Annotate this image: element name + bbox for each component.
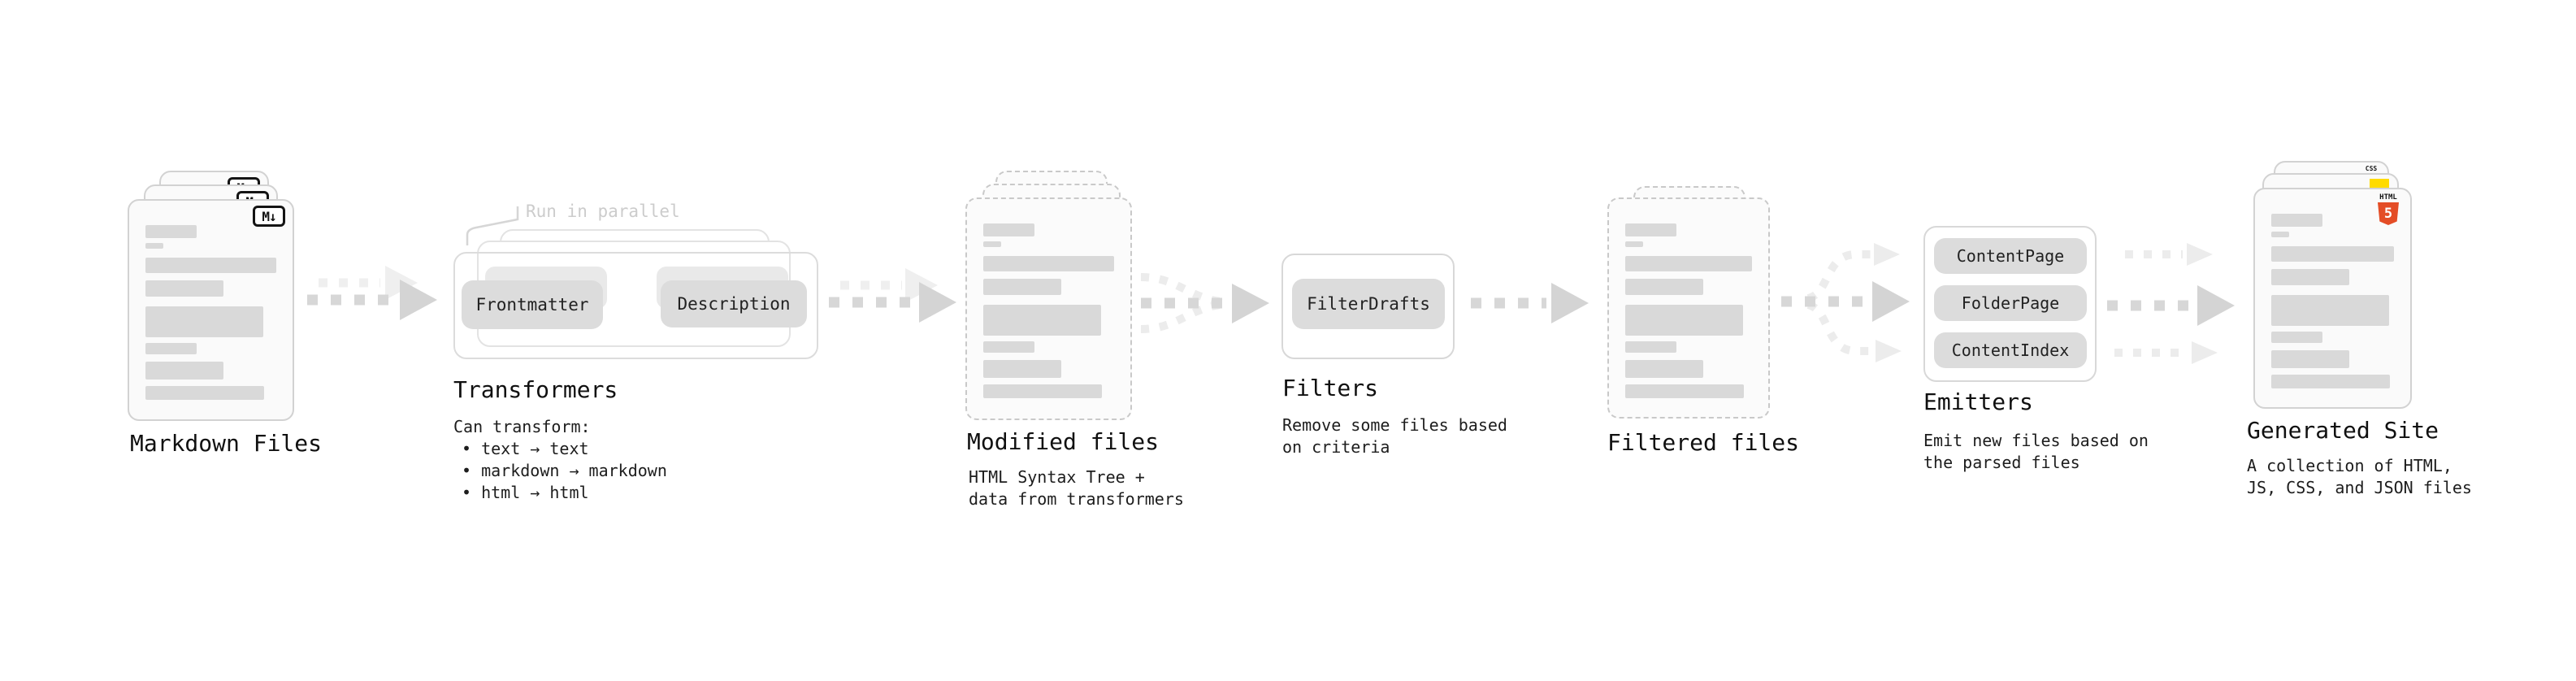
desc-line: HTML Syntax Tree + bbox=[969, 467, 1145, 487]
text-line-placeholder bbox=[2271, 269, 2349, 285]
text-line-placeholder bbox=[145, 362, 223, 380]
desc-line: the parsed files bbox=[1923, 453, 2080, 472]
stage-title: Filtered files bbox=[1607, 429, 1800, 456]
text-line-placeholder bbox=[1625, 360, 1703, 378]
stage-title: Transformers bbox=[453, 376, 618, 403]
text-line-placeholder bbox=[983, 341, 1034, 353]
desc-line: on criteria bbox=[1282, 437, 1390, 457]
text-line-placeholder bbox=[1625, 384, 1744, 398]
transformer-pill-frontmatter: Frontmatter bbox=[462, 280, 603, 329]
text-line-placeholder bbox=[145, 225, 197, 238]
text-line-placeholder bbox=[2271, 232, 2289, 237]
text-line-placeholder bbox=[145, 243, 163, 249]
arrow-modified-to-filters-merge bbox=[1140, 273, 1269, 333]
stage-title: Emitters bbox=[1923, 388, 2033, 415]
emitter-pill-contentpage: ContentPage bbox=[1934, 238, 2087, 274]
stage-description: Remove some files based on criteria bbox=[1282, 414, 1507, 458]
stage-title: Generated Site bbox=[2247, 417, 2439, 444]
desc-bullet: • html → html bbox=[462, 483, 589, 502]
arrow-filters-to-filtered bbox=[1471, 283, 1589, 323]
text-line-placeholder bbox=[2271, 214, 2322, 227]
text-line-placeholder bbox=[145, 258, 276, 273]
desc-line: data from transformers bbox=[969, 489, 1184, 509]
arrow-markdown-to-transformers bbox=[307, 266, 437, 320]
text-line-placeholder bbox=[983, 305, 1101, 336]
stage-description: Can transform: • text → text • markdown … bbox=[453, 416, 667, 504]
css-icon-label: CSS bbox=[2365, 165, 2378, 172]
transformer-pill-description: Description bbox=[661, 280, 807, 327]
generated-file-card-html: HTML 5 bbox=[2253, 188, 2412, 409]
text-line-placeholder bbox=[145, 306, 263, 337]
html5-icon-label: HTML bbox=[2379, 193, 2397, 202]
arrow-filtered-to-emitters-fanout bbox=[1781, 243, 1910, 362]
text-line-placeholder bbox=[1625, 305, 1743, 336]
desc-line: Emit new files based on bbox=[1923, 431, 2149, 450]
text-line-placeholder bbox=[983, 384, 1102, 398]
markdown-file-card-front: M↓ bbox=[128, 199, 294, 421]
text-line-placeholder bbox=[1625, 241, 1643, 247]
stage-description: A collection of HTML, JS, CSS, and JSON … bbox=[2247, 455, 2472, 499]
text-line-placeholder bbox=[1625, 341, 1676, 353]
desc-line: A collection of HTML, bbox=[2247, 456, 2452, 475]
emitter-pill-folderpage: FolderPage bbox=[1934, 285, 2087, 321]
text-line-placeholder bbox=[1625, 223, 1676, 236]
filter-pill-filterdrafts: FilterDrafts bbox=[1292, 279, 1445, 329]
text-line-placeholder bbox=[2271, 295, 2389, 326]
text-line-placeholder bbox=[983, 256, 1114, 271]
filtered-file-card-front bbox=[1607, 197, 1770, 419]
arrow-emitters-to-generated bbox=[2107, 243, 2235, 364]
arrow-transformers-to-modified bbox=[829, 268, 956, 323]
markdown-icon: M↓ bbox=[253, 206, 285, 227]
text-line-placeholder bbox=[1625, 256, 1752, 271]
html5-icon-number: 5 bbox=[2383, 206, 2393, 222]
stage-description: HTML Syntax Tree + data from transformer… bbox=[969, 466, 1184, 510]
text-line-placeholder bbox=[2271, 246, 2394, 262]
modified-file-card-front bbox=[965, 197, 1132, 420]
text-line-placeholder bbox=[983, 360, 1061, 378]
desc-bullet: • text → text bbox=[462, 439, 589, 458]
text-line-placeholder bbox=[145, 343, 197, 354]
stage-title: Markdown Files bbox=[130, 430, 323, 457]
text-line-placeholder bbox=[2271, 332, 2322, 343]
text-line-placeholder bbox=[1625, 279, 1703, 295]
stage-title: Filters bbox=[1282, 375, 1379, 401]
desc-bullet: • markdown → markdown bbox=[462, 461, 667, 480]
html5-icon-shield: 5 bbox=[2378, 202, 2399, 225]
stage-description: Emit new files based on the parsed files bbox=[1923, 430, 2149, 474]
desc-line: JS, CSS, and JSON files bbox=[2247, 478, 2472, 497]
run-in-parallel-note: Run in parallel bbox=[526, 202, 680, 221]
text-line-placeholder bbox=[983, 279, 1061, 295]
text-line-placeholder bbox=[145, 280, 223, 297]
text-line-placeholder bbox=[983, 223, 1034, 236]
text-line-placeholder bbox=[2271, 350, 2349, 368]
emitter-pill-contentindex: ContentIndex bbox=[1934, 332, 2087, 368]
text-line-placeholder bbox=[983, 241, 1001, 247]
desc-line: Remove some files based bbox=[1282, 415, 1507, 435]
stage-title: Modified files bbox=[967, 428, 1160, 455]
text-line-placeholder bbox=[2271, 375, 2390, 388]
transformer-card-front bbox=[453, 252, 818, 359]
text-line-placeholder bbox=[145, 386, 264, 400]
desc-line: Can transform: bbox=[453, 417, 591, 436]
html5-icon: HTML 5 bbox=[2376, 194, 2400, 225]
